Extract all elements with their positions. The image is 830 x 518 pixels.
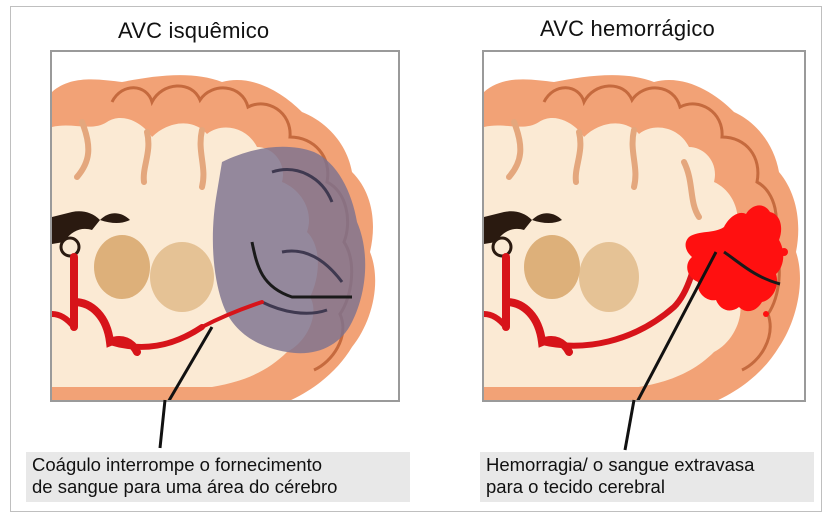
hemorrhagic-caption-line2: para o tecido cerebral bbox=[486, 476, 808, 498]
hemorrhagic-stroke-title: AVC hemorrágico bbox=[540, 16, 715, 42]
ischemic-caption: Coágulo interrompe o fornecimento de san… bbox=[26, 452, 410, 502]
basal-nuclei bbox=[524, 235, 580, 299]
ischemic-caption-line2: de sangue para uma área do cérebro bbox=[32, 476, 404, 498]
ischemic-stroke-title: AVC isquêmico bbox=[118, 18, 269, 44]
hemorrhagic-brain-illustration bbox=[484, 52, 806, 402]
hemorrhagic-caption-line1: Hemorragia/ o sangue extravasa bbox=[486, 454, 808, 476]
ischemic-brain-illustration bbox=[52, 52, 400, 402]
ischemic-caption-line1: Coágulo interrompe o fornecimento bbox=[32, 454, 404, 476]
hemorrhagic-brain-panel bbox=[482, 50, 806, 402]
hemorrhagic-caption: Hemorragia/ o sangue extravasa para o te… bbox=[480, 452, 814, 502]
ischemic-brain-panel bbox=[50, 50, 400, 402]
basal-nuclei bbox=[94, 235, 150, 299]
